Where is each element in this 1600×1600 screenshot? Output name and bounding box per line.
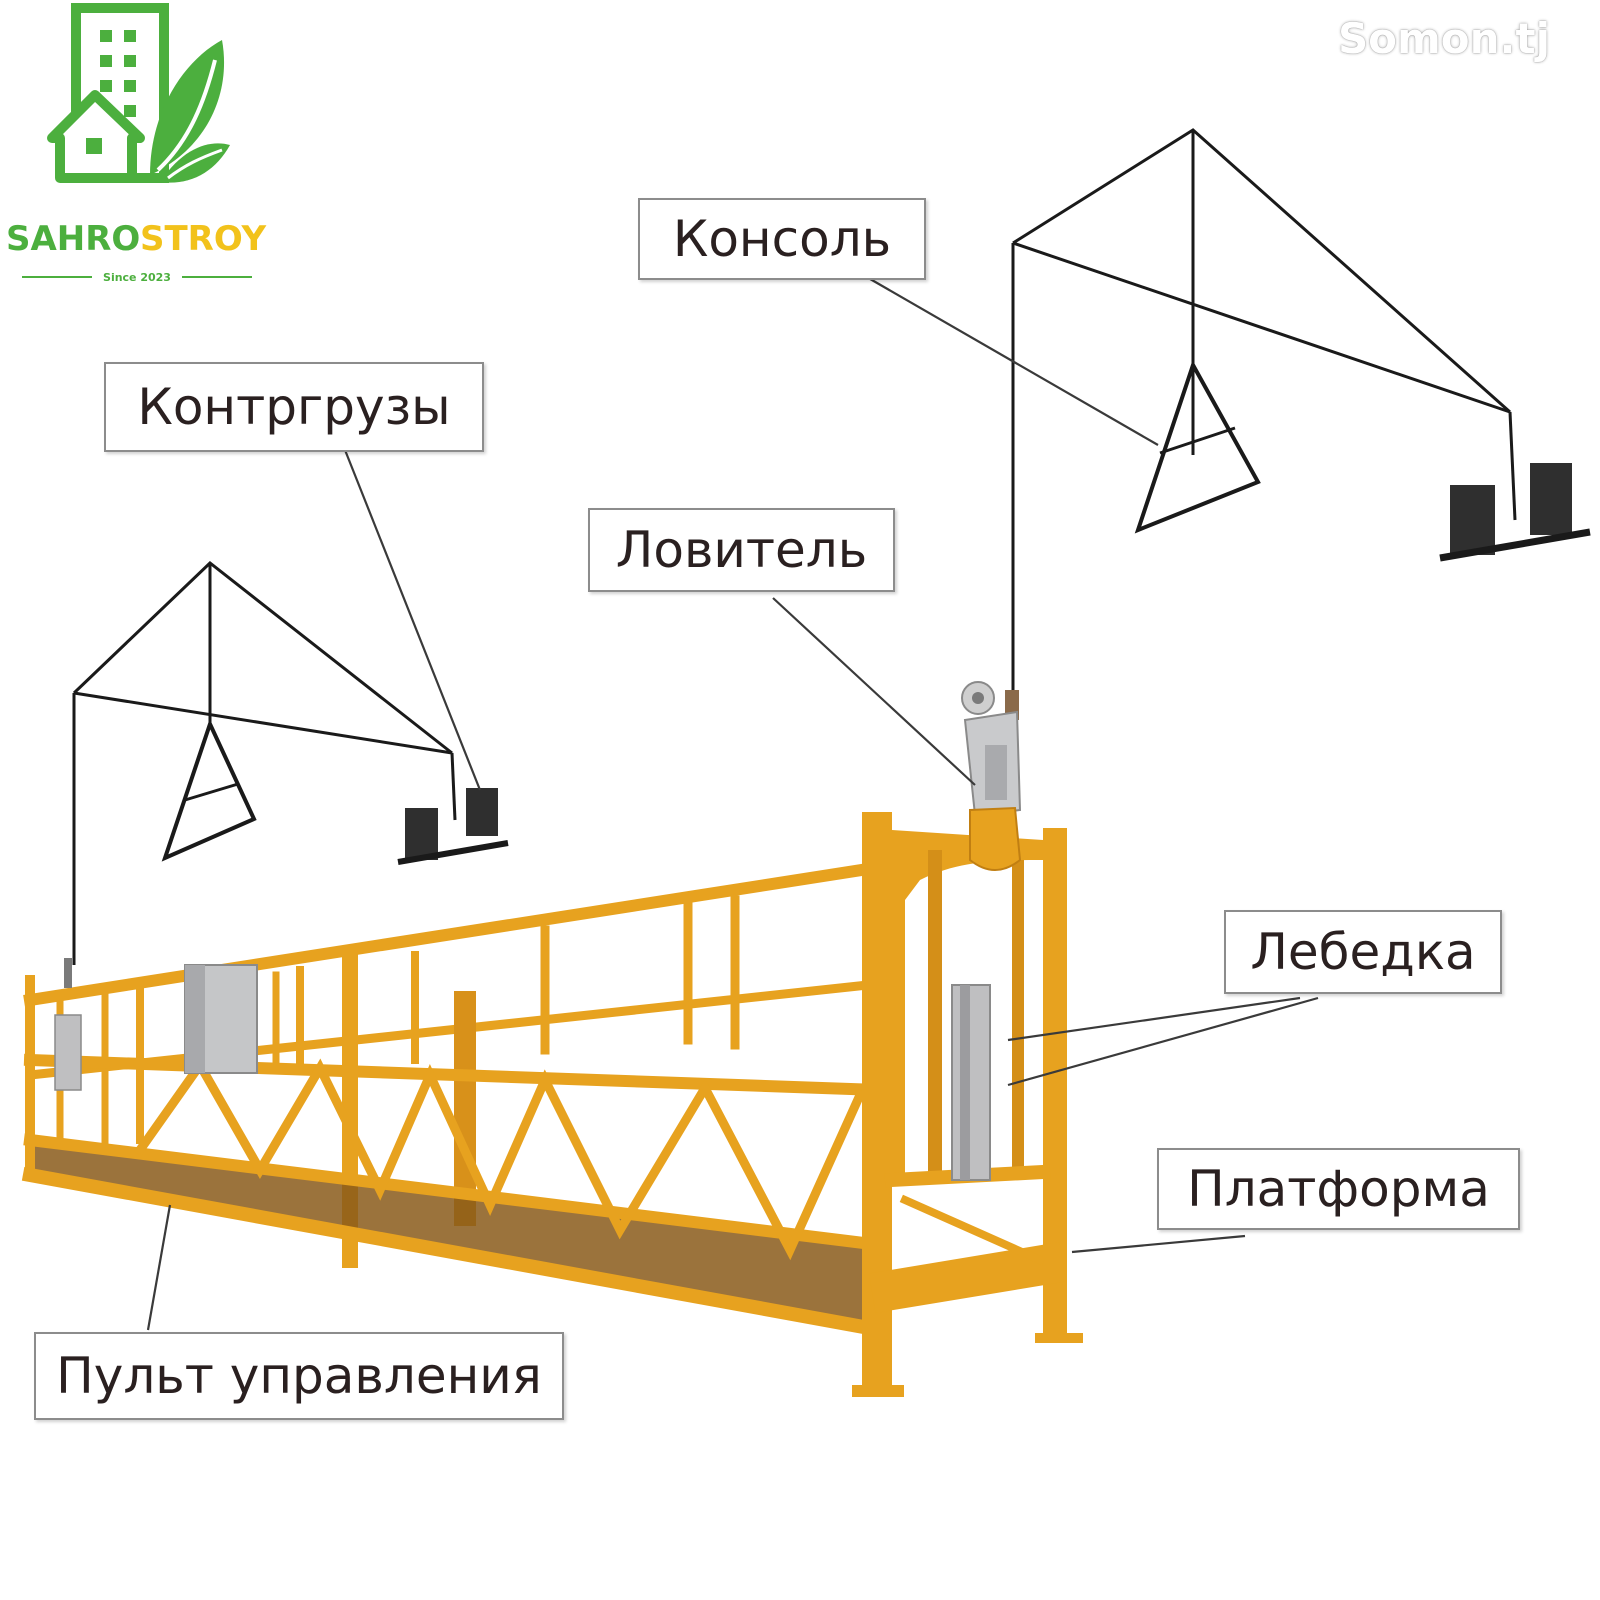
- catcher-device: [961, 681, 1022, 817]
- leader-counterweights: [343, 449, 482, 791]
- work-platform: [21, 806, 1083, 1397]
- watermark: Somon.tj: [1337, 14, 1550, 63]
- left-console: [72, 561, 457, 965]
- left-counterweights: [397, 788, 509, 865]
- leader-winch-2: [1007, 996, 1319, 1087]
- label-catcher: Ловитель: [588, 508, 895, 592]
- right-console: [1011, 128, 1517, 690]
- leader-control-panel: [146, 1204, 172, 1331]
- label-counterweights: Контргрузы: [104, 362, 484, 452]
- right-counterweights: [1439, 463, 1591, 562]
- brand-name-part2: STROY: [140, 219, 267, 259]
- leader-lines: [146, 271, 1319, 1331]
- brand-name-part1: SAHRO: [6, 219, 140, 259]
- leader-catcher: [772, 597, 976, 786]
- sahrostroy-logo: SAHRO STROY Since 2023: [6, 3, 267, 284]
- leader-winch-1: [1007, 996, 1301, 1042]
- label-platform: Платформа: [1157, 1148, 1520, 1230]
- label-control-panel: Пульт управления: [34, 1332, 564, 1420]
- label-console: Консоль: [638, 198, 926, 280]
- label-winch: Лебедка: [1224, 910, 1502, 994]
- leader-platform: [1071, 1234, 1246, 1254]
- leader-console: [857, 271, 1159, 446]
- brand-since: Since 2023: [103, 271, 171, 284]
